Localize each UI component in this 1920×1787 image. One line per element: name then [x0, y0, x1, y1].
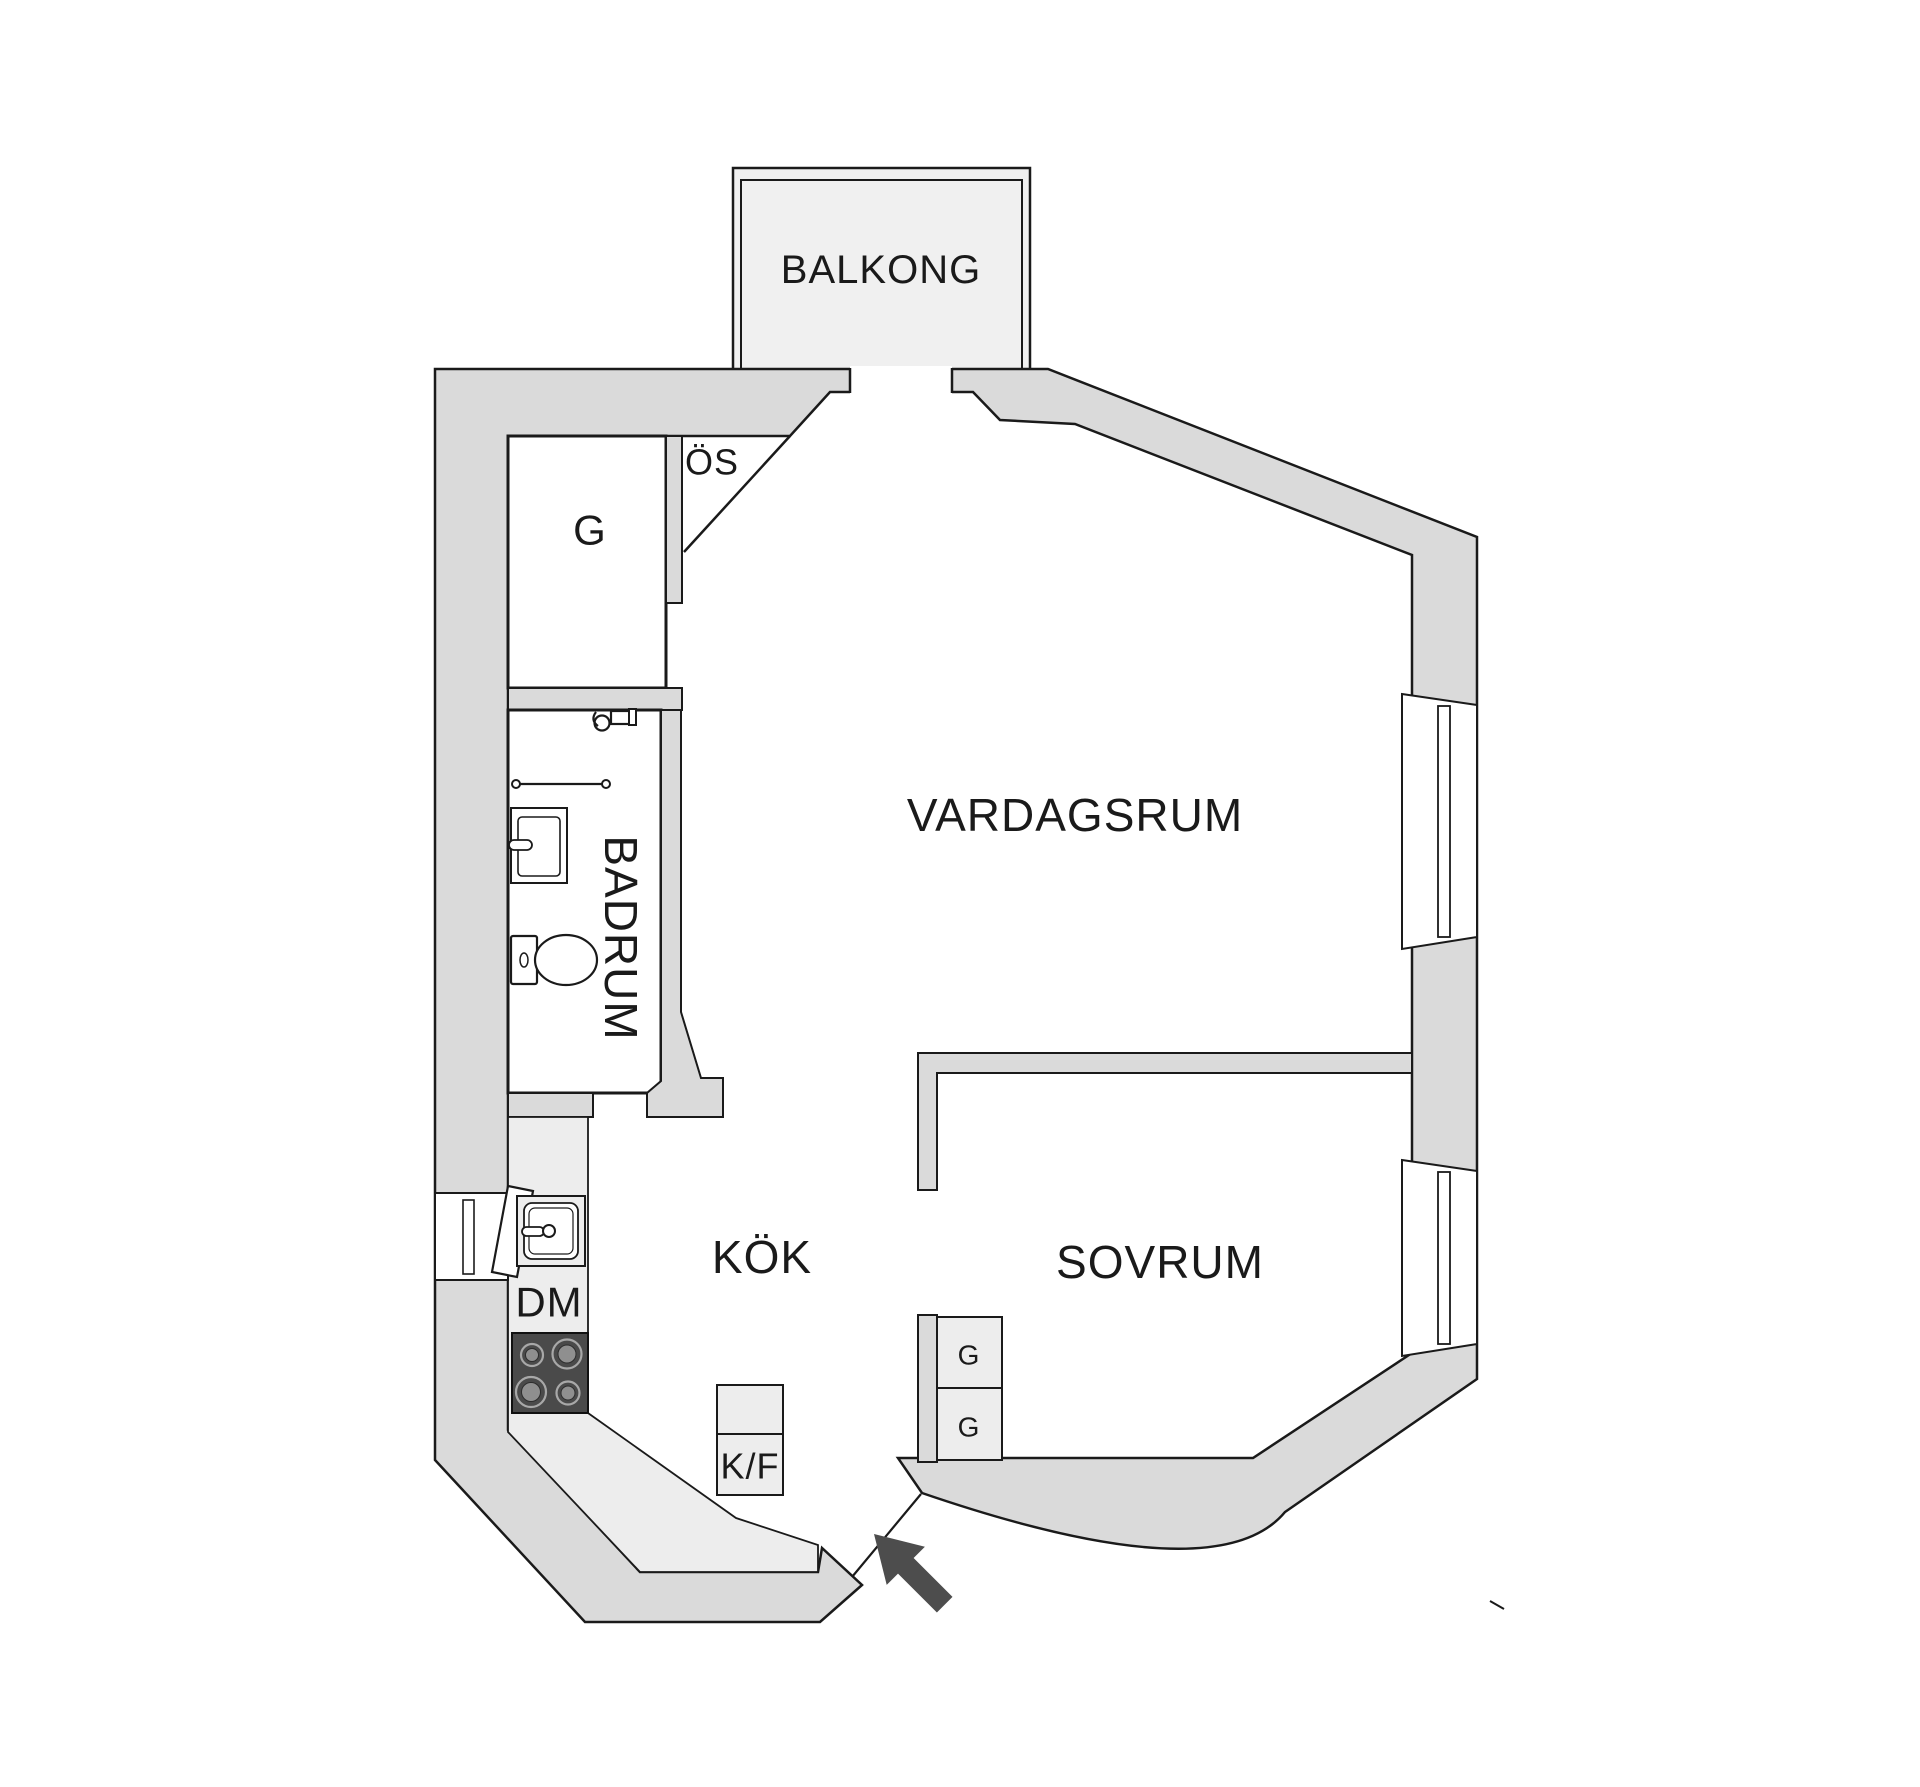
partition-wall-bedroom — [917, 1052, 1413, 1191]
living-room-window — [1401, 692, 1478, 951]
balcony-door-opening — [848, 366, 954, 438]
bedroom-window — [1401, 1158, 1478, 1358]
wardrobe-2-label: G — [958, 1412, 981, 1443]
living-room-label: VARDAGSRUM — [907, 789, 1243, 841]
bathroom-bottom-wall — [507, 1092, 594, 1118]
kitchen-sink-icon — [516, 1195, 586, 1267]
balcony-railing-inner-line — [740, 179, 1023, 371]
fridge-freezer: K/F — [716, 1384, 784, 1496]
dishwasher-label: DM — [515, 1279, 582, 1326]
bedroom-wardrobes: G G — [936, 1316, 1003, 1461]
window-glass — [462, 1199, 475, 1275]
kitchen-window — [434, 1184, 535, 1281]
os-label: ÖS — [685, 442, 739, 483]
bathroom-right-wall — [646, 709, 724, 1118]
bathroom-top-wall — [507, 687, 683, 711]
washbasin-icon — [508, 807, 568, 884]
bedroom-label: SOVRUM — [1056, 1236, 1264, 1288]
closet-g-right-wall — [665, 435, 683, 604]
bedroom-door-wall-stub — [917, 1314, 938, 1463]
closet-g-room: G ÖS — [506, 434, 791, 690]
balcony: BALKONG — [731, 166, 1032, 373]
os-diagonal-wall — [683, 435, 791, 553]
window-glass — [1437, 705, 1451, 938]
kitchen-label: KÖK — [712, 1231, 812, 1283]
closet-g-outline — [506, 434, 668, 690]
balcony-outline — [731, 166, 1032, 373]
shower-mixer-icon — [592, 708, 637, 732]
window-glass — [1437, 1171, 1451, 1345]
stove-icon — [511, 1332, 589, 1414]
entry-door-leaf — [851, 1493, 922, 1578]
kitchen: DM K/F KÖK — [434, 1116, 819, 1573]
entry-arrow-icon — [874, 1534, 953, 1613]
balcony-label: BALKONG — [781, 248, 981, 292]
fridge-freezer-label: K/F — [720, 1446, 779, 1487]
toilet-icon — [509, 933, 599, 987]
entry — [851, 1493, 953, 1613]
closet-g-label: G — [573, 507, 607, 554]
bathroom-label: BADRUM — [595, 835, 647, 1040]
corner-tick — [1489, 1600, 1505, 1610]
towel-rail-icon — [511, 779, 611, 789]
bathroom: BADRUM — [506, 687, 724, 1118]
wardrobe-1-label: G — [958, 1340, 981, 1371]
